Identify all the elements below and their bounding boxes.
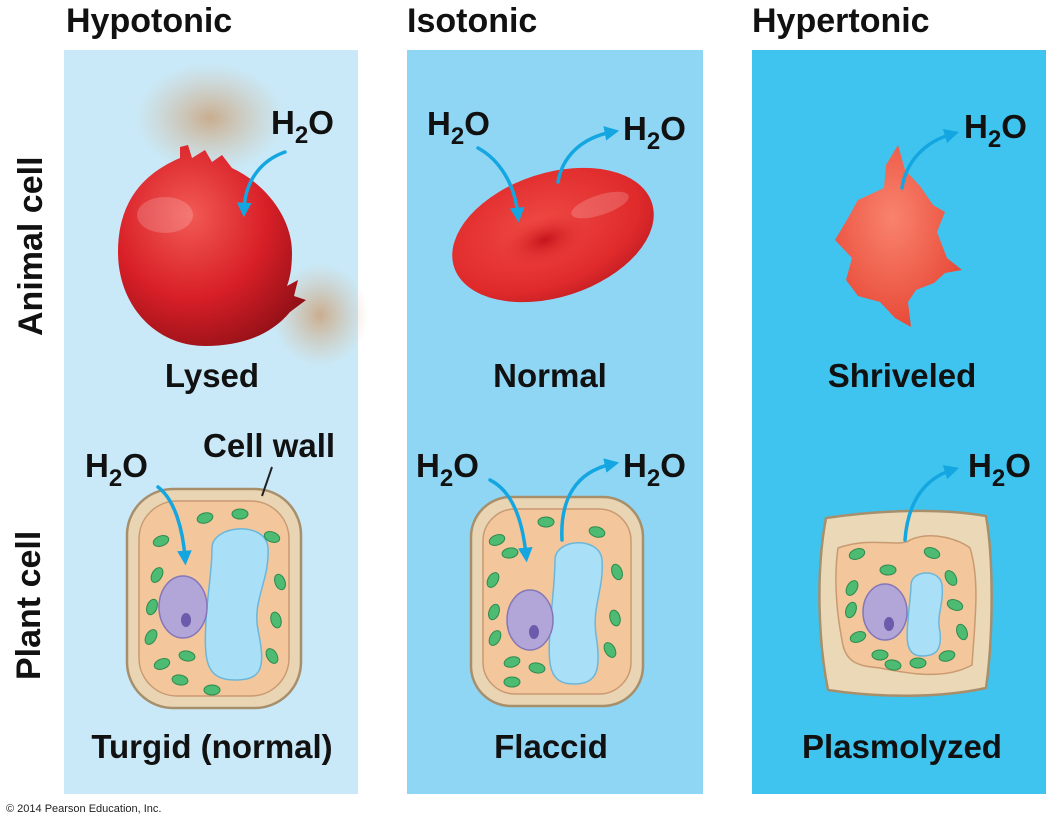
nucleus: [862, 583, 908, 641]
chloroplast: [263, 531, 281, 543]
chloroplast: [871, 649, 889, 661]
water-in-arrow: [156, 485, 192, 566]
lysed-cell: [118, 63, 368, 367]
chloroplast: [274, 573, 286, 591]
chloroplast: [203, 684, 221, 696]
chloroplast: [152, 535, 170, 547]
central-vacuole: [548, 542, 603, 685]
water-out-arrow: [560, 458, 620, 542]
chloroplast: [938, 650, 956, 662]
chloroplast: [153, 658, 171, 670]
water-out-arrow: [903, 465, 960, 542]
chloroplast: [178, 650, 196, 662]
chloroplast: [923, 547, 941, 559]
water-out-arrow: [900, 128, 960, 190]
chloroplast: [609, 609, 621, 627]
chloroplast: [488, 534, 506, 546]
water-in-arrow: [476, 146, 525, 223]
copyright-notice: © 2014 Pearson Education, Inc.: [6, 803, 162, 815]
chloroplast: [231, 508, 249, 520]
chloroplast: [849, 631, 867, 643]
caption-plasmolyzed: Plasmolyzed: [802, 728, 1002, 765]
water-label: H2O: [271, 104, 334, 149]
chloroplast: [879, 564, 897, 576]
chloroplast: [146, 598, 158, 616]
caption-normal: Normal: [493, 357, 607, 394]
chloroplast: [588, 526, 606, 538]
chloroplast: [150, 567, 164, 583]
caption-shriveled: Shriveled: [827, 357, 977, 394]
caption-turgid: Turgid (normal): [91, 728, 333, 765]
chloroplast: [488, 630, 502, 646]
chloroplast: [603, 642, 617, 658]
central-vacuole: [204, 528, 269, 681]
lysis-spray-top: [135, 63, 285, 173]
water-label: H2O: [427, 105, 490, 150]
column-title-isotonic: Isotonic: [407, 2, 538, 40]
cell-wall-pointer: [261, 466, 273, 497]
water-label: H2O: [85, 447, 148, 492]
water-in-arrow: [236, 150, 287, 218]
chloroplast: [501, 547, 519, 559]
flaccid-plant-cell: [469, 495, 645, 708]
water-label: H2O: [623, 110, 686, 155]
lysis-spray-right: [272, 263, 368, 367]
caption-lysed: Lysed: [164, 357, 260, 394]
water-in-arrow: [488, 478, 533, 563]
caption-flaccid: Flaccid: [494, 728, 608, 765]
chloroplast: [611, 563, 623, 581]
nucleus: [158, 575, 208, 639]
shriveled-cell: [835, 145, 962, 327]
chloroplast: [909, 657, 927, 669]
chloroplast: [503, 656, 521, 668]
nucleolus: [529, 625, 539, 639]
cell-wall-label: Cell wall: [203, 427, 336, 464]
chloroplast: [884, 659, 902, 671]
turgid-plant-cell: [125, 487, 303, 710]
chloroplasts: [144, 508, 968, 696]
chloroplast: [845, 580, 859, 596]
chloroplast: [946, 599, 964, 611]
water-label: H2O: [964, 108, 1027, 153]
chloroplast: [528, 662, 546, 674]
nucleus: [506, 589, 554, 651]
column-title-hypotonic: Hypotonic: [66, 2, 233, 40]
chloroplast: [944, 570, 958, 586]
chloroplast: [848, 548, 866, 560]
chloroplast: [144, 629, 158, 645]
chloroplast: [265, 648, 279, 664]
nucleolus: [181, 613, 191, 627]
chloroplast: [196, 512, 214, 524]
chloroplast: [488, 603, 500, 621]
chloroplast: [171, 674, 189, 686]
chloroplast: [486, 572, 500, 588]
column-title-hypertonic: Hypertonic: [752, 2, 930, 40]
water-arrows: [156, 126, 960, 566]
plasmolyzed-plant-cell: [818, 509, 993, 698]
water-label: H2O: [623, 447, 686, 492]
chloroplast: [845, 601, 857, 619]
lysed-cell-body: [118, 145, 306, 346]
water-label: H2O: [968, 447, 1031, 492]
chloroplast: [503, 676, 521, 688]
water-out-arrow: [556, 126, 620, 184]
nucleolus: [884, 617, 894, 631]
water-label: H2O: [416, 447, 479, 492]
chloroplast: [537, 516, 555, 528]
chloroplast: [956, 623, 968, 641]
chloroplast: [270, 611, 282, 629]
normal-red-blood-cell: [452, 167, 654, 303]
central-vacuole: [906, 572, 944, 657]
